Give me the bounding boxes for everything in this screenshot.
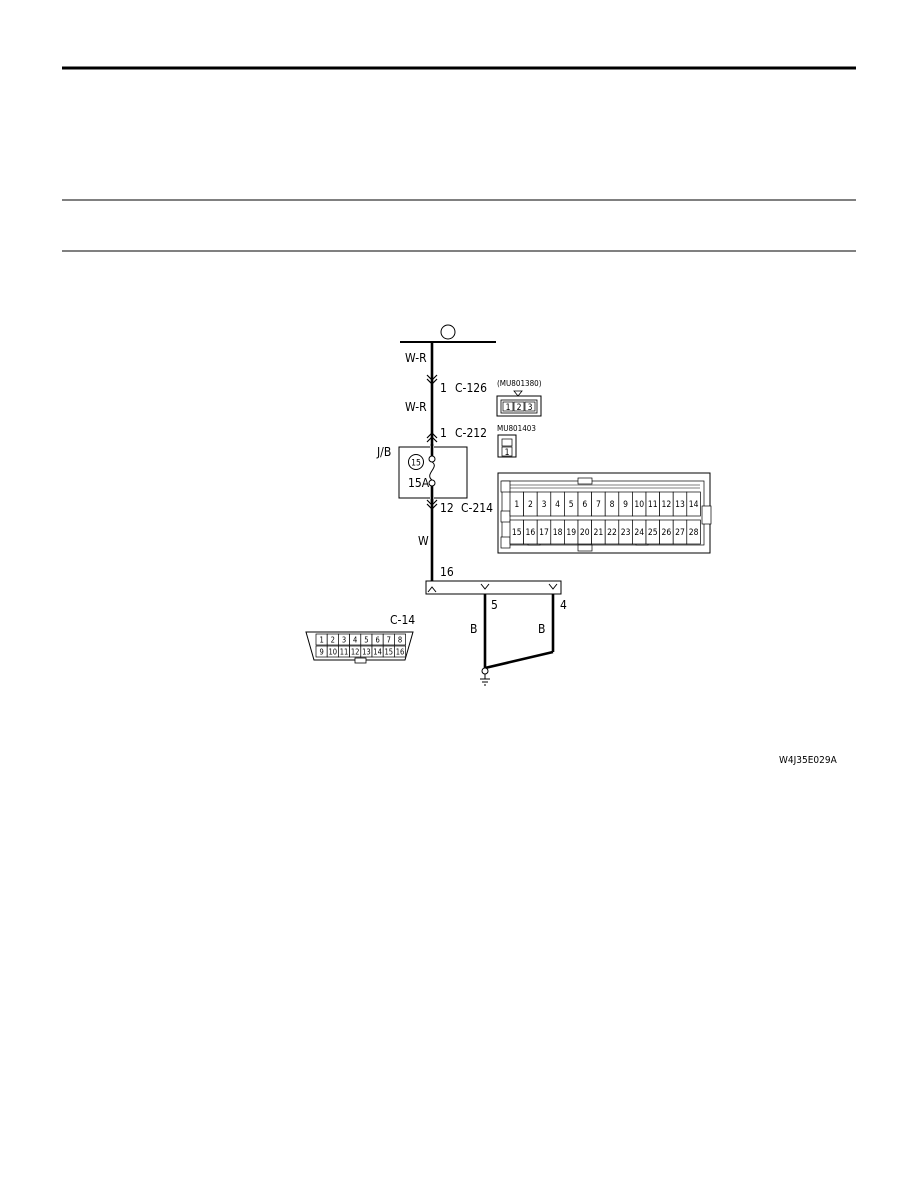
c214-pin-label: 23 [621,528,631,538]
c14-pin-label: 10 [329,648,338,657]
fuse-element [429,461,435,481]
power-node-circle [440,324,456,340]
c214-pin-label: 12 [662,500,672,510]
c126-connector-face: 1 2 3 [496,390,542,417]
c214-pin-label: 9 [623,500,628,510]
wire-color-ground-right: B [538,622,545,636]
c214-pin-label: 5 [569,500,574,510]
junction-bar-mark-mid [480,583,490,590]
figure-code: W4J35E029A [779,755,838,766]
c126-pin: 1 [506,403,511,413]
wire-color-upper: W-R [405,351,427,365]
c126-connector-mark [426,374,438,385]
c126-connector-name: C-126 [455,381,487,395]
c14-pin-label: 3 [342,636,346,645]
fuse-number: 15 [411,459,421,469]
c126-part-number: (MU801380) [497,379,542,388]
wire-color-lower: W [418,534,429,548]
c214-connector-mark [426,499,438,510]
c126-pin-number: 1 [440,381,447,395]
c214-pin-label: 17 [539,528,549,538]
junction-bar-mark-right [548,583,558,590]
c14-pin-cell [394,633,406,646]
ground-icon [480,667,490,686]
ground-pin-left: 5 [491,598,498,612]
c214-pin-label: 13 [675,500,685,510]
c214-pin-label: 4 [555,500,560,510]
c214-connector-name: C-214 [461,501,493,515]
c14-pin-label: 16 [396,648,405,657]
c14-pin-label: 13 [362,648,371,657]
c214-pin-label: 6 [582,500,587,510]
c212-pin: 1 [505,448,510,458]
c214-pin-label: 3 [542,500,547,510]
c214-pin-label: 11 [648,500,658,510]
c14-pin-label: 5 [364,636,368,645]
c14-pin-label: 11 [340,648,349,657]
wire-color-middle: W-R [405,400,427,414]
c214-pin-label: 22 [607,528,617,538]
c14-pin-label: 14 [373,648,382,657]
c14-pin-label: 6 [375,636,379,645]
c214-pin-label: 28 [689,528,699,538]
c214-pin-cell [686,491,701,517]
c214-pin-label: 15 [512,528,522,538]
c214-pin-label: 14 [689,500,699,510]
junction-bar-mark-left [427,586,437,593]
c14-pin-label: 15 [385,648,394,657]
c214-pin-label: 16 [526,528,536,538]
c126-pin: 3 [528,403,533,413]
c214-pin-label: 10 [634,500,644,510]
c214-pin-label: 8 [610,500,615,510]
c14-pin-label: 8 [398,636,402,645]
fuse-rating: 15A [408,476,430,490]
c214-pin-label: 7 [596,500,601,510]
ground-pin-right: 4 [560,598,567,612]
ground-wire-join [484,650,554,670]
c214-pin-label: 26 [662,528,672,538]
c212-connector-mark [426,432,438,443]
c214-pin-label: 18 [553,528,563,538]
c14-pin-label: 9 [319,648,323,657]
fuse-terminal-bottom [428,479,436,487]
c214-pin-cell [686,519,701,545]
c212-connector-face: 1 [497,434,517,458]
c214-pin-label: 1 [514,500,519,510]
c214-pin-label: 24 [634,528,644,538]
c14-pin-label: 4 [353,636,357,645]
c14-pin-label: 12 [351,648,360,657]
c14-pin-label: 2 [331,636,335,645]
c214-pin-label: 27 [675,528,685,538]
fuse-number-circle [408,454,424,470]
c214-pin-label: 25 [648,528,658,538]
c214-pin-label: 19 [566,528,576,538]
c14-pin-number: 16 [440,565,454,579]
c14-pin-label: 7 [387,636,391,645]
c212-pin-number: 1 [440,426,447,440]
junction-bar [425,580,562,595]
junction-block-label: J/B [376,445,391,459]
c14-pin-cell [394,645,406,658]
c214-pin-label: 20 [580,528,590,538]
c214-pin-label: 21 [594,528,604,538]
c212-connector-name: C-212 [455,426,487,440]
fuse-terminal-top [428,455,436,463]
c14-connector-name: C-14 [390,613,415,627]
c214-pin-label: 2 [528,500,533,510]
c212-part-number: MU801403 [497,424,536,433]
wire-color-ground-left: B [470,622,477,636]
c126-pin: 2 [517,403,522,413]
c214-pin-number: 12 [440,501,454,515]
c14-pin-label: 1 [319,636,323,645]
